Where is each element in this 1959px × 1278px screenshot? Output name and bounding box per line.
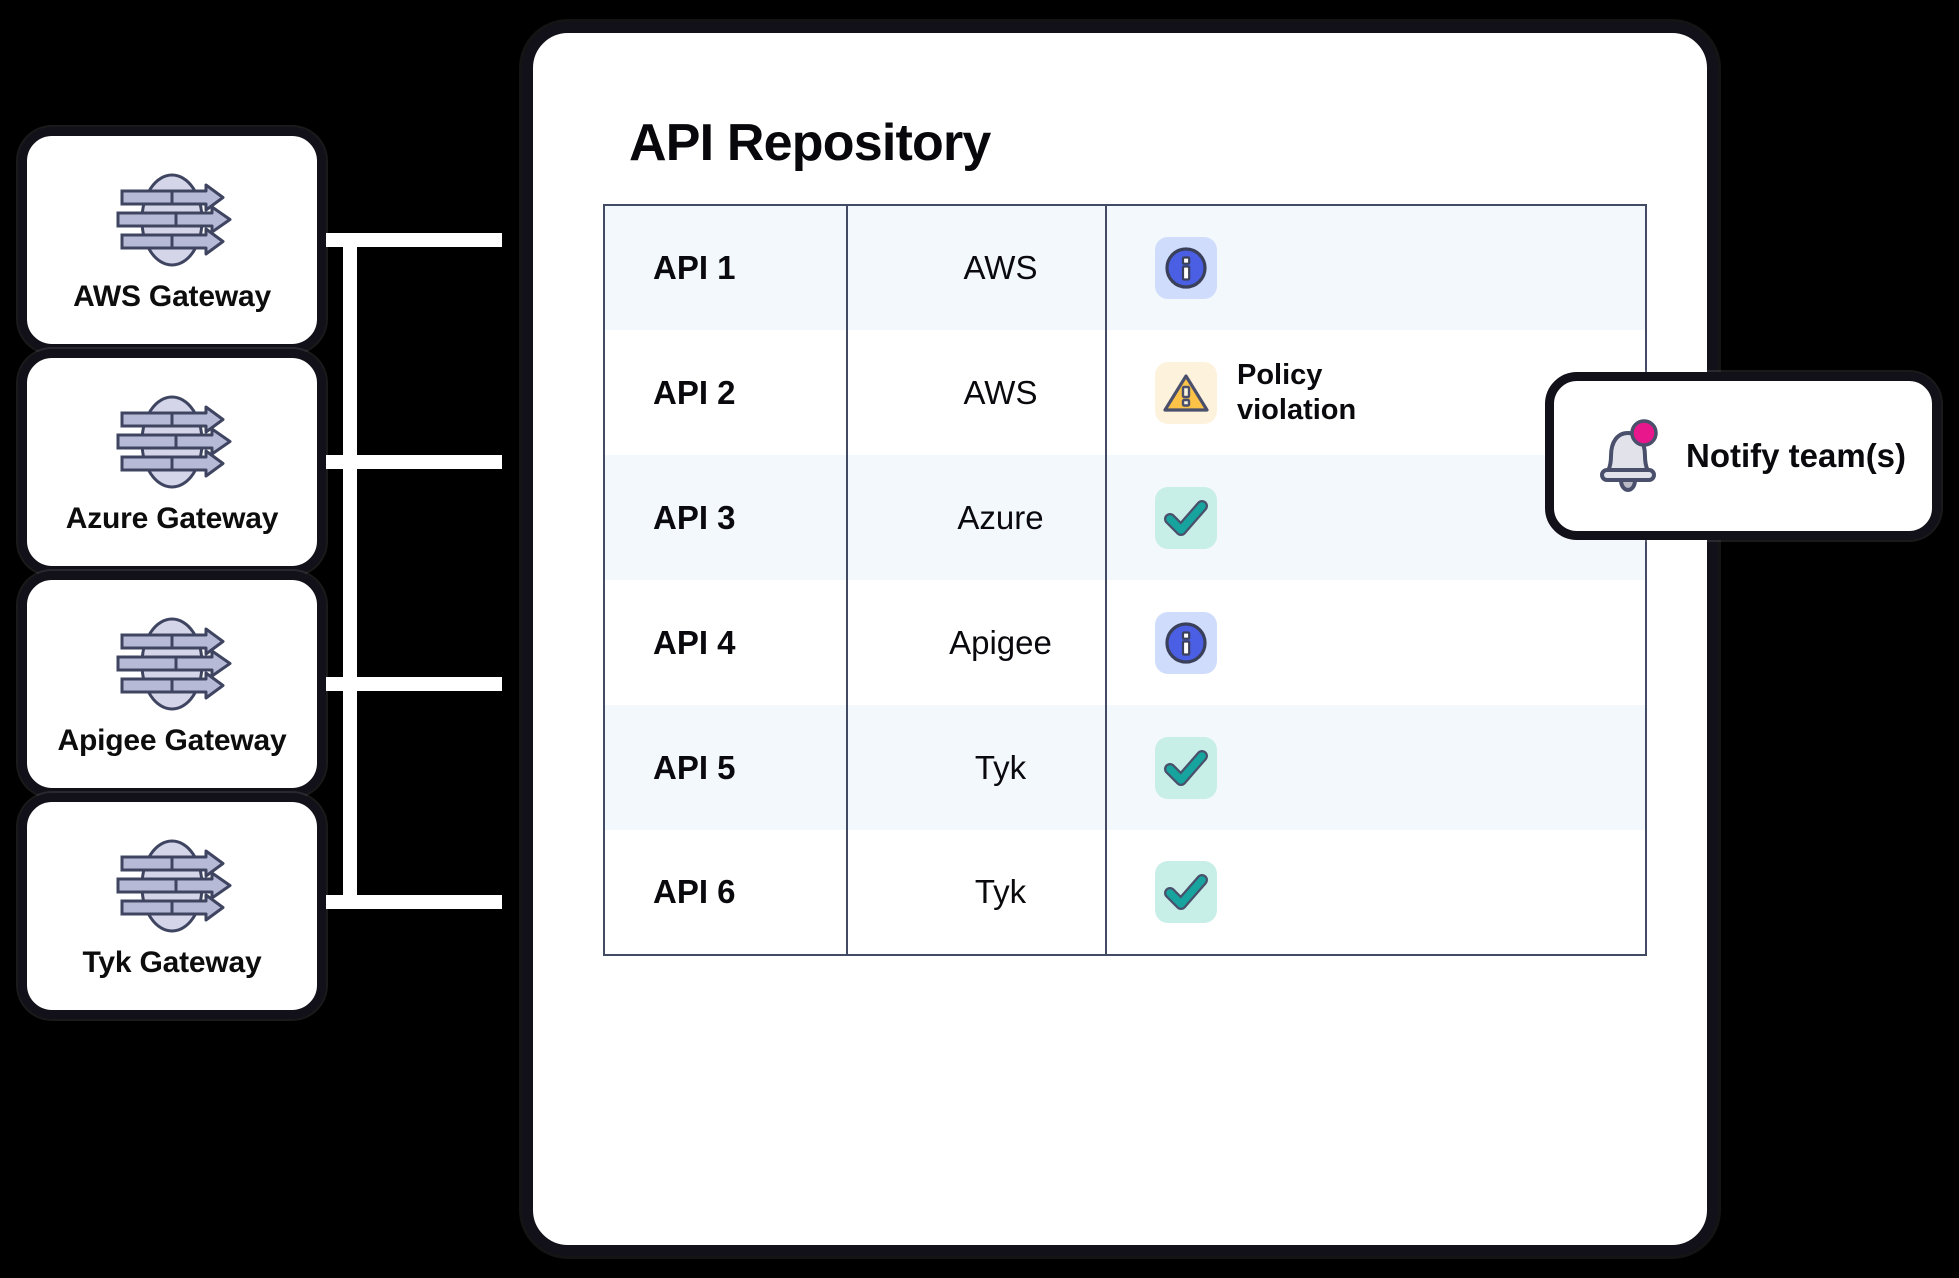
status-cell xyxy=(1106,705,1646,830)
status-cell xyxy=(1106,205,1646,330)
connector-trunk-vertical xyxy=(343,233,357,909)
connector-branch-2 xyxy=(274,455,502,469)
api-gateway-icon xyxy=(116,617,232,711)
api-name-cell: API 1 xyxy=(604,205,848,330)
gateway-label: Tyk Gateway xyxy=(82,946,262,979)
warning-icon xyxy=(1155,361,1217,424)
api-gateway-icon xyxy=(116,173,232,267)
notify-teams-label: Notify team(s) xyxy=(1686,437,1907,474)
info-icon xyxy=(1155,611,1217,674)
table-row[interactable]: API 5 Tyk xyxy=(604,705,1646,830)
gateway-label: Apigee Gateway xyxy=(57,724,287,757)
table-row[interactable]: API 3 Azure xyxy=(604,455,1646,580)
api-name-cell: API 5 xyxy=(604,705,848,830)
provider-cell: Azure xyxy=(847,455,1107,580)
status-cell: Policy violation xyxy=(1106,330,1646,455)
api-repository-panel: API Repository API 1 AWS xyxy=(522,22,1718,1256)
status-cell xyxy=(1106,580,1646,705)
info-icon xyxy=(1155,237,1217,299)
page-title: API Repository xyxy=(629,114,991,172)
table-row[interactable]: API 4 Apigee xyxy=(604,580,1646,705)
table-row[interactable]: API 6 Tyk xyxy=(604,830,1646,955)
check-icon xyxy=(1155,861,1217,923)
gateway-label: AWS Gateway xyxy=(73,280,271,313)
gateway-card-azure[interactable]: Azure Gateway xyxy=(18,349,326,575)
api-name-cell: API 6 xyxy=(604,830,848,955)
status-cell xyxy=(1106,455,1646,580)
provider-cell: Tyk xyxy=(847,830,1107,955)
provider-cell: AWS xyxy=(847,205,1107,330)
connector-branch-1 xyxy=(274,233,502,247)
check-icon xyxy=(1155,486,1217,549)
api-name-cell: API 4 xyxy=(604,580,848,705)
api-name-cell: API 2 xyxy=(604,330,848,455)
check-icon xyxy=(1155,736,1217,799)
api-gateway-icon xyxy=(116,395,232,489)
gateway-card-apigee[interactable]: Apigee Gateway xyxy=(18,571,326,797)
connector-branch-3 xyxy=(274,677,502,691)
bell-icon xyxy=(1600,419,1658,492)
gateway-label: Azure Gateway xyxy=(65,502,279,535)
api-repository-table: API 1 AWS xyxy=(603,204,1647,956)
table-row[interactable]: API 1 AWS xyxy=(604,205,1646,330)
status-cell xyxy=(1106,830,1646,955)
provider-cell: AWS xyxy=(847,330,1107,455)
provider-cell: Apigee xyxy=(847,580,1107,705)
provider-cell: Tyk xyxy=(847,705,1107,830)
gateway-card-aws[interactable]: AWS Gateway xyxy=(18,127,326,353)
api-name-cell: API 3 xyxy=(604,455,848,580)
status-text: Policy violation xyxy=(1237,359,1357,426)
table-row[interactable]: API 2 AWS Policy violation xyxy=(604,330,1646,455)
gateway-card-tyk[interactable]: Tyk Gateway xyxy=(18,793,326,1019)
notify-teams-card[interactable]: Notify team(s) xyxy=(1545,372,1941,540)
api-gateway-icon xyxy=(116,839,232,933)
connector-branch-4 xyxy=(274,895,502,909)
